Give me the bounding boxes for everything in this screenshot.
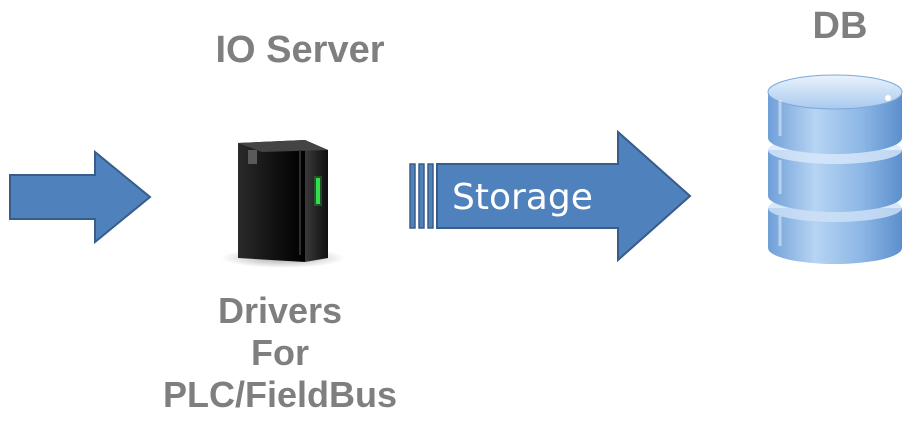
drivers-caption: Drivers For PLC/FieldBus (100, 290, 460, 416)
storage-label: Storage (452, 177, 593, 218)
db-title: DB (812, 5, 868, 47)
database-icon (767, 74, 903, 264)
io-server-title: IO Server (215, 29, 385, 71)
storage-arrow (409, 129, 692, 263)
input-arrow (9, 149, 152, 245)
drivers-line-3: PLC/FieldBus (162, 374, 398, 415)
server-icon (221, 140, 345, 268)
drivers-line-2: For (251, 332, 309, 373)
drivers-line-1: Drivers (217, 290, 343, 331)
